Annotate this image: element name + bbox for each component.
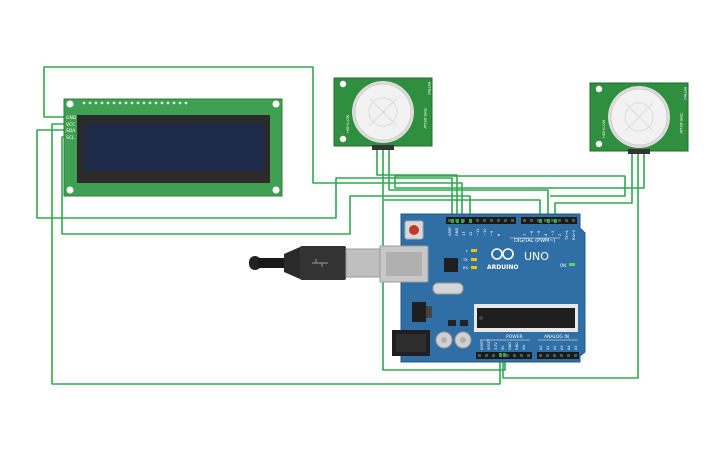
model-name: UNO bbox=[524, 250, 549, 263]
pir-mount-hole bbox=[339, 135, 347, 143]
pin-label: ~10 bbox=[483, 228, 487, 236]
pir-sensor-2[interactable]: HIGH/LOW TIME-DELAY RETRIG bbox=[589, 82, 689, 154]
lcd-pin-label: SCL bbox=[66, 135, 75, 141]
lcd-mount-hole bbox=[272, 186, 280, 194]
led-l bbox=[471, 249, 477, 252]
lcd-mount-hole bbox=[66, 186, 74, 194]
lcd-pin-label: SDA bbox=[66, 128, 76, 134]
pin-label: ~9 bbox=[490, 230, 494, 236]
pir-mount-hole bbox=[339, 80, 347, 88]
pin-label: A1 bbox=[546, 346, 550, 350]
reset-button-cap bbox=[409, 225, 419, 235]
wire-pir1-out bbox=[376, 150, 458, 222]
analog-in-label: ANALOG IN bbox=[544, 334, 569, 340]
wire-pir1-gnd bbox=[388, 150, 549, 222]
pin-label: AREF bbox=[448, 227, 452, 236]
led-tx bbox=[471, 258, 477, 261]
pir-header bbox=[628, 149, 650, 154]
pin-label: RESET bbox=[487, 338, 491, 350]
lcd-pin-row bbox=[82, 101, 188, 105]
pir-mount-hole bbox=[595, 85, 603, 93]
usb-cable-body bbox=[258, 258, 286, 268]
lcd-screen bbox=[84, 124, 264, 170]
pin-label: ~3 bbox=[551, 231, 555, 236]
on-label: ON bbox=[560, 263, 566, 268]
digital-header-left bbox=[446, 217, 516, 224]
pin-label: GND bbox=[515, 342, 519, 350]
wire-aux bbox=[394, 175, 626, 197]
digital-pin-labels: AREF GND 13 12 ~11 ~10 ~9 8 7 ~6 ~5 4 ~3… bbox=[448, 227, 576, 241]
pin-label: A0 bbox=[539, 346, 543, 350]
usb-icon bbox=[312, 259, 328, 267]
lcd-module[interactable]: GND VCC SDA SCL bbox=[63, 98, 283, 197]
lcd-pin-label: GND bbox=[66, 115, 77, 121]
pin-label: ~6 bbox=[530, 230, 534, 236]
pin-label: TX→1 bbox=[565, 230, 569, 241]
wire-lcd-sda bbox=[36, 129, 453, 222]
pin-label: A2 bbox=[553, 346, 557, 350]
pir-label-left: HIGH/LOW bbox=[602, 119, 606, 138]
pin-label: 4 bbox=[544, 233, 548, 236]
pin-label: 3.3V bbox=[494, 342, 498, 350]
pin-label: 5V bbox=[501, 345, 505, 350]
pin-label: 13 bbox=[462, 231, 466, 236]
pir-label-left: HIGH/LOW bbox=[346, 114, 350, 133]
led-label: RX bbox=[463, 266, 468, 270]
atmega-chip bbox=[477, 308, 575, 328]
on-led bbox=[569, 263, 575, 266]
wire-pir2-gnd bbox=[394, 152, 645, 189]
led-label: L bbox=[466, 249, 468, 253]
usb-cable[interactable] bbox=[249, 246, 381, 280]
pir-label-top: RETRIG bbox=[427, 82, 431, 95]
pin-label: ~11 bbox=[476, 228, 480, 236]
pin-label: 8 bbox=[497, 233, 501, 236]
pin-label: 2 bbox=[558, 234, 562, 236]
arduino-logo-icon bbox=[491, 248, 514, 260]
led-rx bbox=[471, 266, 477, 269]
pin-label: A3 bbox=[560, 346, 564, 350]
voltage-regulator bbox=[412, 302, 426, 322]
smd-component bbox=[448, 320, 456, 326]
power-label: POWER bbox=[506, 334, 523, 340]
power-pin-labels: IOREF RESET 3.3V 5V GND GND Vin bbox=[480, 338, 526, 350]
pin-label: GND bbox=[455, 228, 459, 236]
pin-label: 12 bbox=[469, 231, 473, 236]
analog-pin-labels: A0 A1 A2 A3 A4 A5 bbox=[539, 346, 578, 350]
pin-label: RX←0 bbox=[572, 229, 576, 240]
brand-name: ARDUINO bbox=[487, 264, 518, 271]
analog-header bbox=[537, 352, 579, 359]
pir-label-right: TIME-DELAY bbox=[423, 107, 427, 130]
pin-label: IOREF bbox=[480, 340, 484, 350]
pin-label: 7 bbox=[523, 234, 527, 236]
wire-endpoints bbox=[451, 219, 557, 357]
pin-label: A5 bbox=[574, 346, 578, 350]
smd-component bbox=[460, 320, 468, 326]
pin-label: ~5 bbox=[537, 231, 541, 236]
status-leds: L TX RX bbox=[462, 249, 477, 270]
pir-sensor-1[interactable]: HIGH/LOW TIME-DELAY RETRIG bbox=[333, 77, 433, 150]
lcd-pin-label: VCC bbox=[66, 122, 75, 128]
wire-pir2-out bbox=[554, 152, 633, 222]
lcd-mount-hole bbox=[66, 100, 74, 108]
usb-strain-relief bbox=[284, 247, 300, 279]
pir-header bbox=[372, 145, 394, 150]
lcd-mount-hole bbox=[272, 100, 280, 108]
pir-label-right: TIME-DELAY bbox=[679, 112, 683, 135]
digital-pwm-label: DIGITAL (PWM~) bbox=[514, 238, 556, 244]
usb-plug-metal bbox=[345, 248, 381, 278]
wire-pir2-vcc bbox=[502, 152, 639, 379]
crystal-oscillator bbox=[432, 282, 464, 295]
pin-label: GND bbox=[508, 342, 512, 350]
pir-label-top: RETRIG bbox=[683, 87, 687, 100]
pin-label: A4 bbox=[567, 346, 571, 350]
arduino-uno-board[interactable]: AREF GND 13 12 ~11 ~10 ~9 8 7 ~6 ~5 4 ~3… bbox=[379, 213, 586, 363]
pin-label: Vin bbox=[522, 345, 526, 350]
wire-lcd-scl bbox=[61, 136, 471, 235]
led-label: TX bbox=[462, 258, 468, 262]
wire-lcd-gnd bbox=[43, 66, 463, 222]
pir-mount-hole bbox=[595, 140, 603, 148]
wire-lcd-vcc bbox=[51, 123, 501, 385]
usb-chip bbox=[444, 258, 458, 272]
